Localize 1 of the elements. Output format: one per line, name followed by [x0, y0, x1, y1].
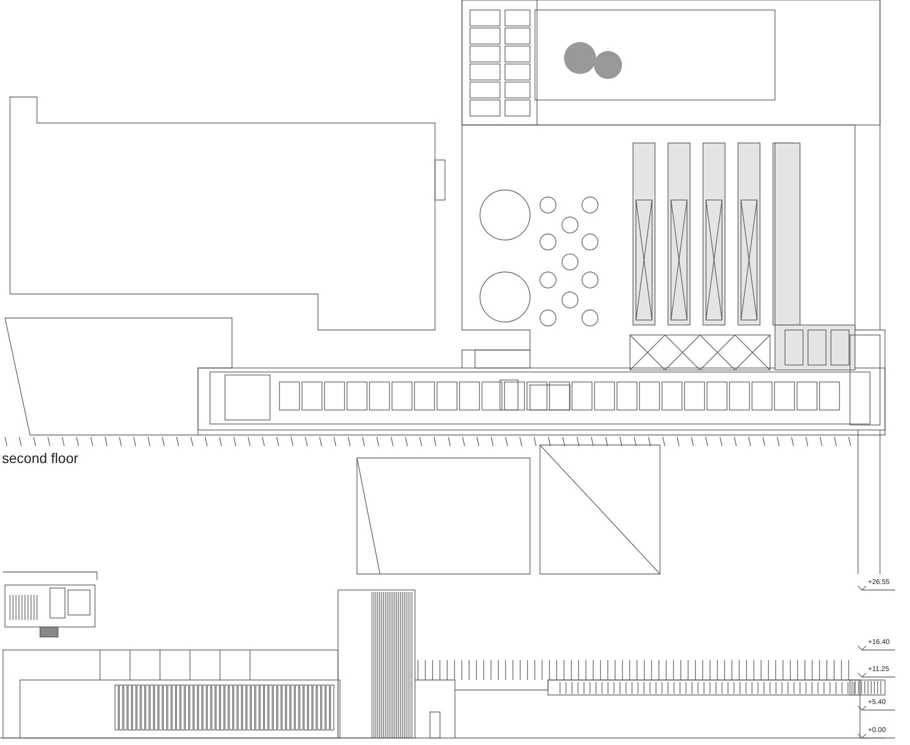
drawing-title: second floor: [2, 450, 78, 466]
